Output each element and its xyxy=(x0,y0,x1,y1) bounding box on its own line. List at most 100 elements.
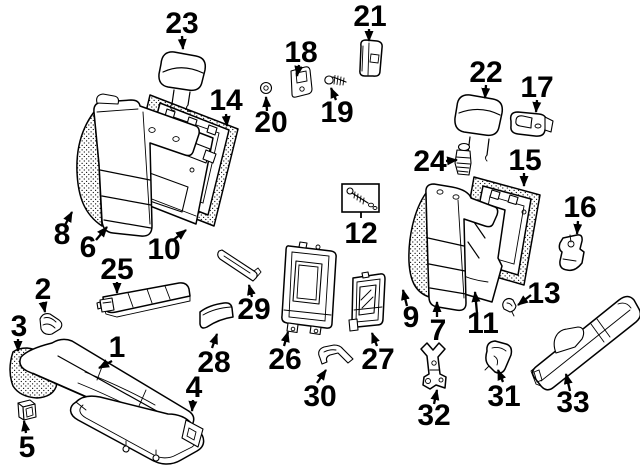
callout-arrow-33 xyxy=(563,373,573,392)
latch-cover-17 xyxy=(509,111,554,137)
screw-kit-box-12 xyxy=(341,183,380,213)
callout-11: 11 xyxy=(467,291,499,340)
callout-arrow-23 xyxy=(177,35,187,50)
part-number-25: 25 xyxy=(100,253,133,286)
callout-33: 33 xyxy=(556,373,590,419)
callout-arrow-19 xyxy=(329,87,339,101)
part-number-6: 6 xyxy=(80,231,97,264)
callout-arrow-22 xyxy=(481,84,491,99)
seat-cushion-frame-4 xyxy=(69,395,205,465)
grommet-20 xyxy=(259,81,273,95)
callout-3: 3 xyxy=(11,310,28,352)
part-number-11: 11 xyxy=(467,307,499,340)
part-number-33: 33 xyxy=(556,386,589,419)
part-number-28: 28 xyxy=(197,346,230,379)
part-number-31: 31 xyxy=(487,380,520,413)
left-headrest-23 xyxy=(158,51,207,113)
callout-arrow-8 xyxy=(62,211,74,228)
part-number-18: 18 xyxy=(284,36,317,69)
trim-cover-21 xyxy=(359,39,383,77)
callout-27: 27 xyxy=(361,332,395,376)
part-number-24: 24 xyxy=(413,145,447,178)
part-number-1: 1 xyxy=(109,331,126,364)
callout-26: 26 xyxy=(268,331,302,376)
callout-30: 30 xyxy=(303,369,337,413)
part-number-27: 27 xyxy=(361,343,394,376)
callout-12: 12 xyxy=(344,212,378,250)
callout-arrow-31 xyxy=(496,369,506,383)
callout-arrow-14 xyxy=(221,113,231,127)
callout-arrow-24 xyxy=(445,156,458,166)
callout-9: 9 xyxy=(401,289,420,334)
callout-arrow-13 xyxy=(517,294,532,306)
part-number-12: 12 xyxy=(344,217,377,250)
callout-10: 10 xyxy=(147,229,187,266)
callout-arrow-4 xyxy=(188,399,198,412)
callout-15: 15 xyxy=(508,144,542,187)
retainer-clip-2 xyxy=(39,313,63,335)
part-number-2: 2 xyxy=(35,273,52,306)
part-number-7: 7 xyxy=(430,314,447,347)
part-number-15: 15 xyxy=(508,144,541,177)
part-number-4: 4 xyxy=(186,371,203,404)
part-number-5: 5 xyxy=(19,431,36,464)
right-seatback-pad-9 xyxy=(408,192,430,298)
fastener-clip-13 xyxy=(502,297,517,317)
side-bracket-16 xyxy=(558,234,585,272)
callout-arrow-5 xyxy=(21,420,31,434)
hook-bracket-30 xyxy=(318,344,354,365)
part-number-26: 26 xyxy=(268,343,301,376)
trim-strip-29 xyxy=(217,249,262,282)
callout-arrow-6 xyxy=(95,226,108,241)
part-number-29: 29 xyxy=(237,293,270,326)
callout-21: 21 xyxy=(353,0,387,42)
part-number-19: 19 xyxy=(320,96,353,129)
right-headrest-22 xyxy=(454,94,504,162)
part-number-20: 20 xyxy=(254,106,287,139)
callout-31: 31 xyxy=(487,369,521,413)
mount-cap-5 xyxy=(17,399,37,421)
callout-arrow-17 xyxy=(532,99,542,113)
hinge-bracket-32 xyxy=(420,342,447,390)
armrest-frame-26 xyxy=(281,241,337,336)
part-number-3: 3 xyxy=(11,310,28,343)
callout-20: 20 xyxy=(254,96,288,139)
trim-panel-28 xyxy=(199,302,234,329)
left-seatback-cover-6 xyxy=(93,93,200,237)
callout-28: 28 xyxy=(197,333,231,379)
callout-25: 25 xyxy=(100,253,134,294)
armrest-panel-27 xyxy=(348,271,386,332)
callout-arrow-30 xyxy=(316,369,327,384)
part-number-9: 9 xyxy=(403,301,420,334)
part-number-30: 30 xyxy=(303,380,336,413)
striker-plate-18 xyxy=(290,66,313,98)
callout-arrow-9 xyxy=(401,289,410,307)
callout-arrow-28 xyxy=(209,333,219,349)
callout-arrow-32 xyxy=(430,389,440,405)
callout-32: 32 xyxy=(417,389,451,432)
callout-19: 19 xyxy=(320,87,354,129)
callout-4: 4 xyxy=(186,371,203,412)
callout-7: 7 xyxy=(430,301,447,347)
callout-arrow-16 xyxy=(573,220,583,235)
headrest-guide-24 xyxy=(454,142,472,176)
part-number-22: 22 xyxy=(469,56,502,89)
callout-22: 22 xyxy=(469,56,503,99)
screw-19 xyxy=(324,75,347,86)
callout-arrow-29 xyxy=(247,284,256,298)
callout-arrow-10 xyxy=(171,229,187,242)
callout-5: 5 xyxy=(19,420,36,464)
callout-29: 29 xyxy=(237,284,271,326)
callout-13: 13 xyxy=(517,277,561,310)
callout-1: 1 xyxy=(98,331,126,370)
callout-arrow-20 xyxy=(262,96,272,112)
callout-6: 6 xyxy=(80,226,108,264)
part-number-32: 32 xyxy=(417,399,450,432)
part-number-10: 10 xyxy=(147,233,180,266)
callout-24: 24 xyxy=(413,145,458,178)
callout-16: 16 xyxy=(563,191,597,235)
callout-arrow-1 xyxy=(98,359,113,370)
hinge-cover-31 xyxy=(484,340,513,374)
callout-8: 8 xyxy=(54,211,74,251)
